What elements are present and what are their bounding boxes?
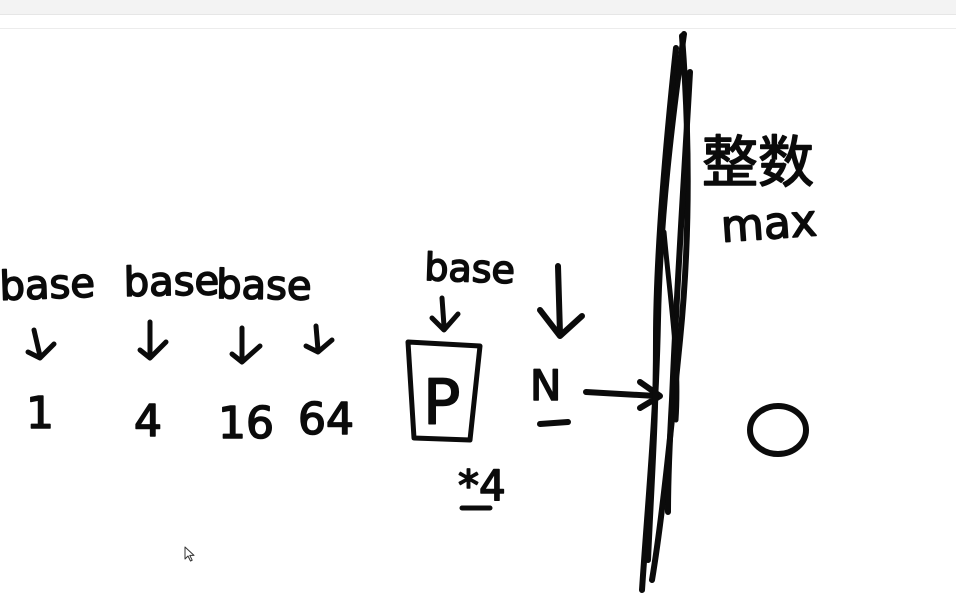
- arrow-down-2: [137, 319, 169, 361]
- mouse-cursor-icon: [184, 546, 195, 562]
- toolbar-divider: [0, 28, 956, 29]
- arrow-down-box: [429, 295, 461, 333]
- n-letter: N: [530, 361, 561, 410]
- p-letter: P: [423, 366, 460, 439]
- value-4: 4: [134, 396, 162, 447]
- wall-stroke-5: [661, 229, 680, 423]
- arrow-down-n: [537, 263, 585, 339]
- zero-circle: [747, 403, 809, 457]
- n-underline: [537, 419, 571, 427]
- label-base-3: base: [216, 262, 312, 310]
- label-base-1: base: [0, 261, 96, 310]
- label-base-2: base: [123, 258, 219, 306]
- note-max: max: [719, 195, 818, 253]
- arrow-down-1: [25, 327, 57, 361]
- times-four: *4: [458, 461, 506, 510]
- value-64: 64: [298, 394, 354, 445]
- zero-label: 0: [0, 0, 1, 1]
- label-base-box: base: [424, 245, 516, 292]
- value-16: 16: [218, 398, 274, 449]
- arrow-down-4: [303, 323, 335, 355]
- p-box: [405, 339, 483, 443]
- top-toolbar: [0, 0, 956, 15]
- wall-stroke-4: [645, 45, 679, 563]
- note-integer: 整数: [702, 131, 814, 196]
- arrow-down-3: [229, 325, 263, 365]
- arrow-right-to-wall: [583, 379, 663, 411]
- value-1: 1: [26, 388, 54, 439]
